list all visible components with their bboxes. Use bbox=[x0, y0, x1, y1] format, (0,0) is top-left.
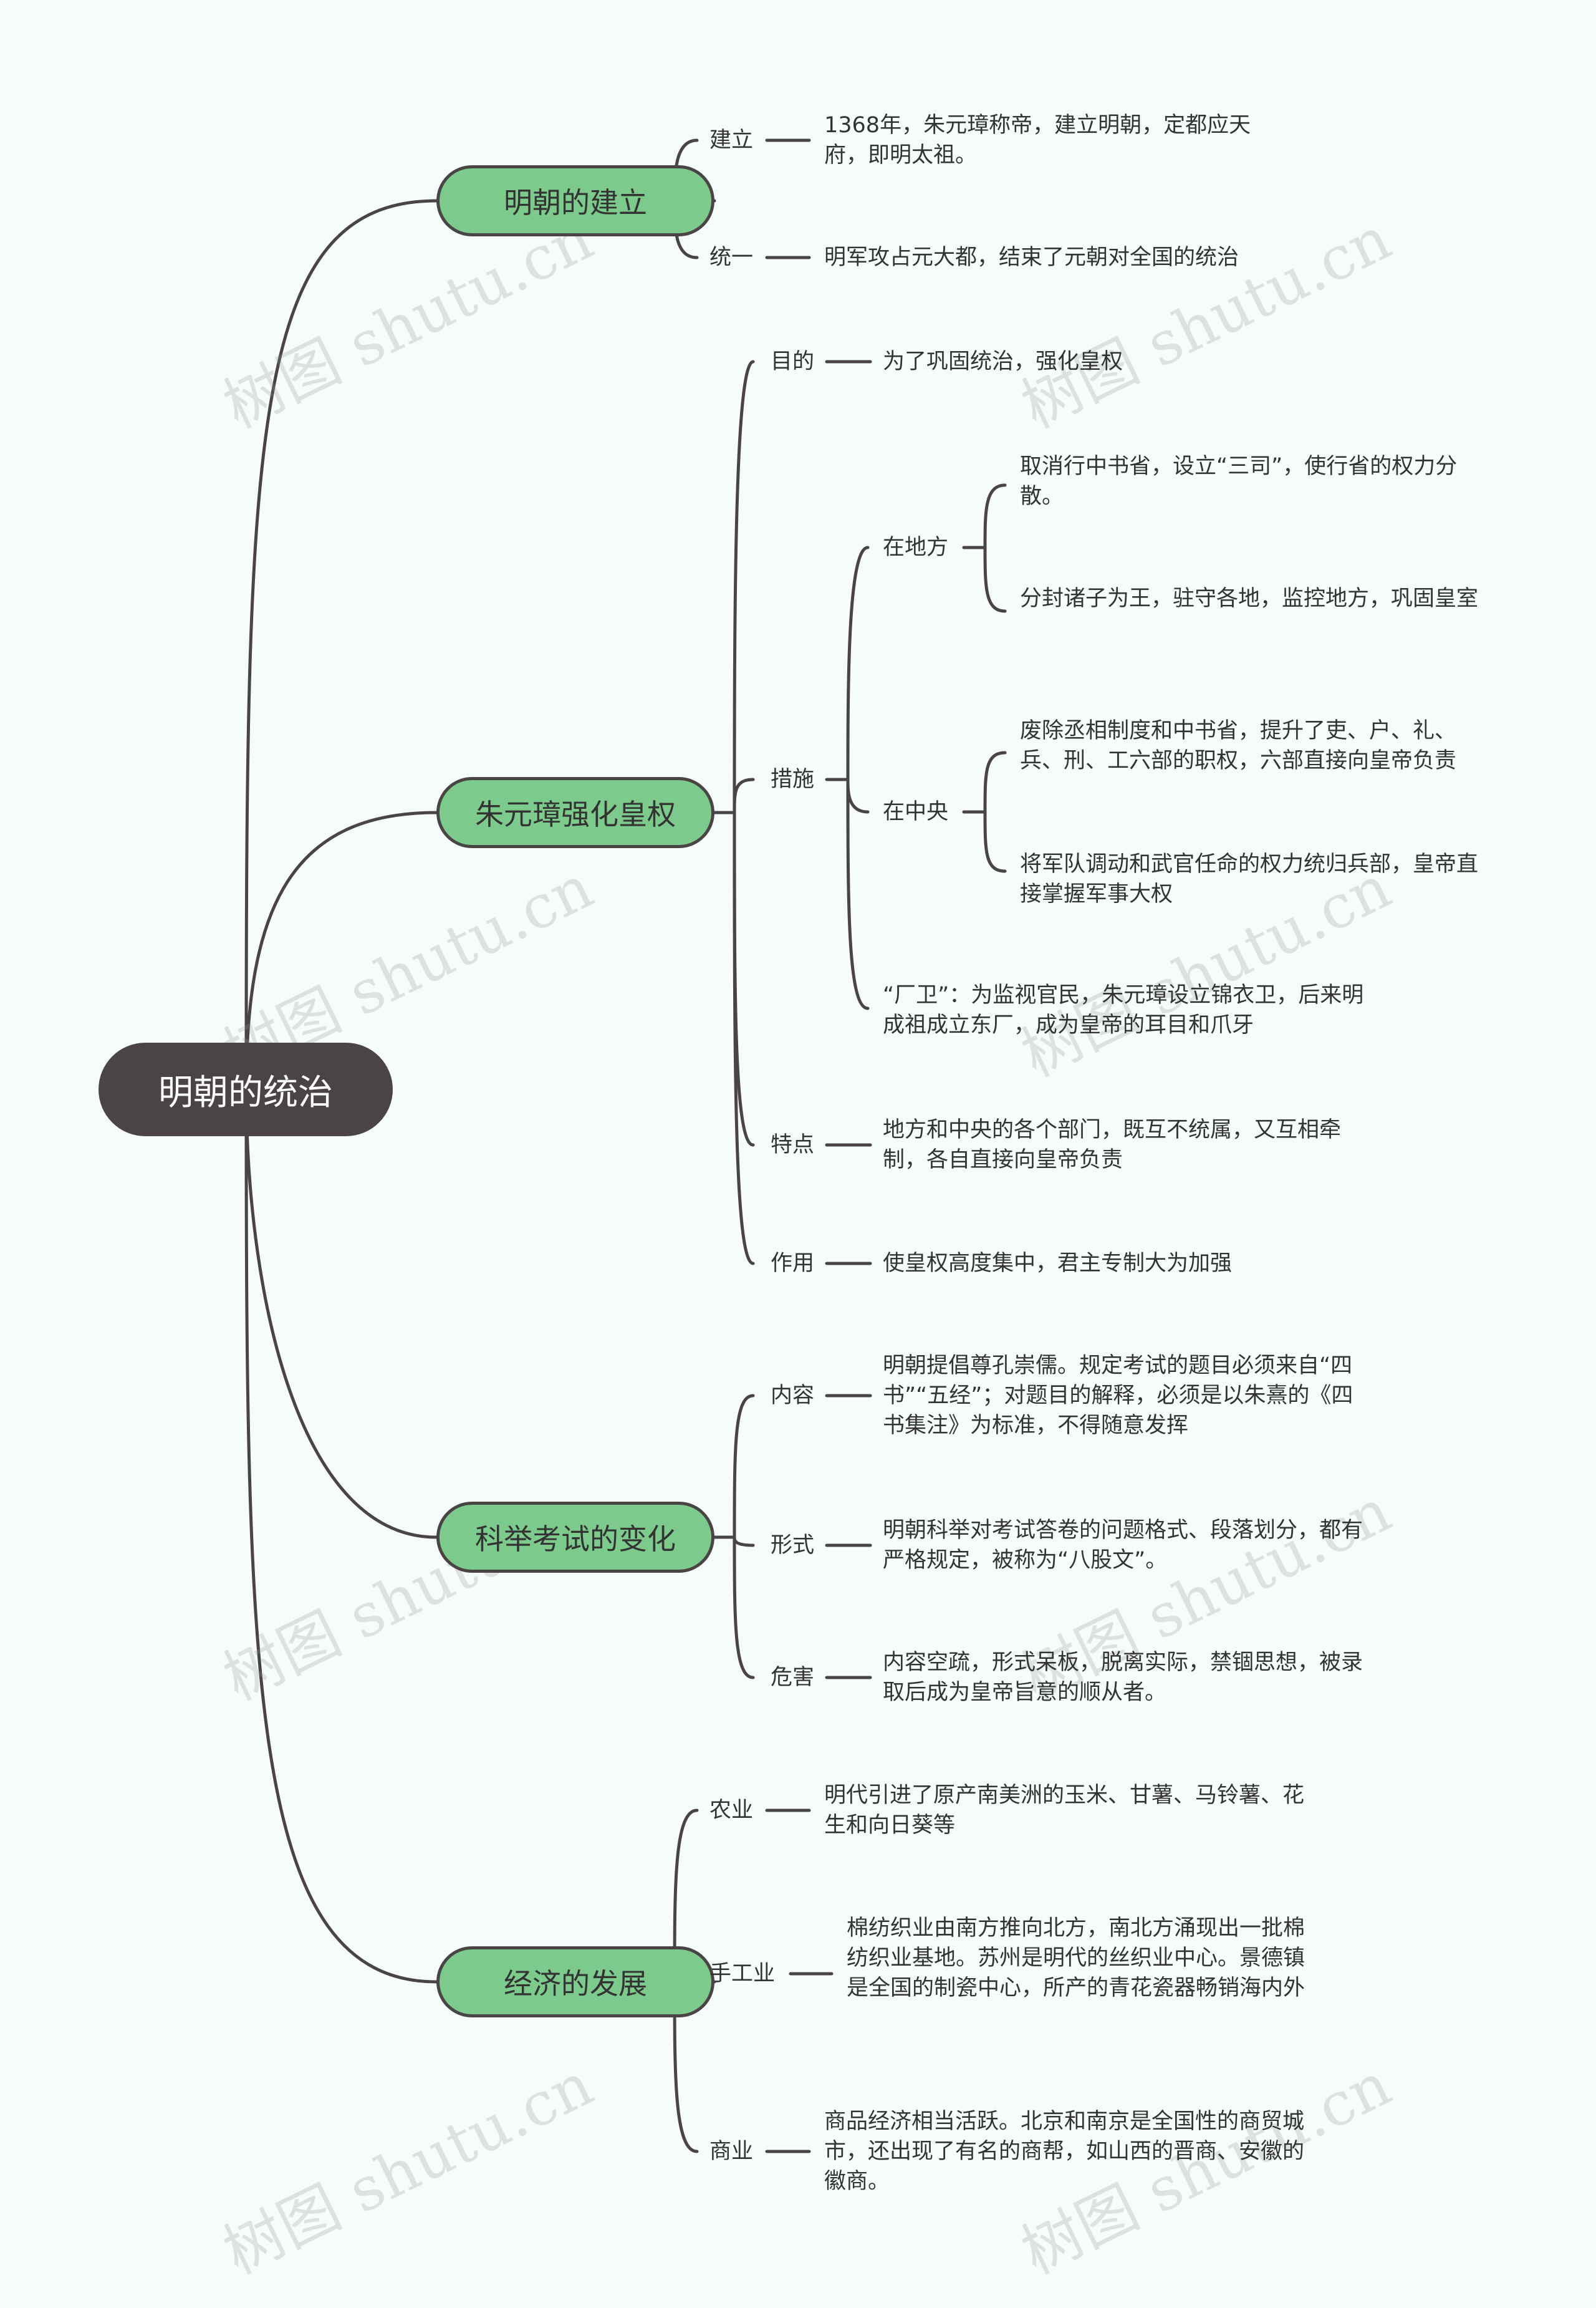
node-text-harm[interactable]: 内容空疏，形式呆板，脱离实际，禁锢思想，被录取后成为皇帝旨意的顺从者。 bbox=[883, 1650, 1363, 1705]
node-text-central-2[interactable]: 将军队调动和武官任命的权力统归兵部，皇帝直接掌握军事大权 bbox=[1020, 852, 1479, 907]
node-label-establish[interactable]: 建立 bbox=[709, 128, 754, 153]
node-text-feature[interactable]: 地方和中央的各个部门，既互不统属，又互相牵制，各自直接向皇帝负责 bbox=[883, 1118, 1342, 1172]
node-label-handicraft[interactable]: 手工业 bbox=[709, 1961, 776, 1986]
node-label-purpose[interactable]: 目的 bbox=[771, 349, 815, 374]
branch-economy[interactable]: 经济的发展 bbox=[436, 1946, 714, 2017]
node-text-guard[interactable]: “厂卫”：为监视官民，朱元璋设立锦衣卫，后来明成祖成立东厂，成为皇帝的耳目和爪牙 bbox=[883, 983, 1364, 1038]
node-label-local[interactable]: 在地方 bbox=[883, 535, 949, 560]
node-label-unify[interactable]: 统一 bbox=[709, 245, 754, 270]
node-text-establish[interactable]: 1368年，朱元璋称帝，建立明朝，定都应天府，即明太祖。 bbox=[824, 113, 1251, 168]
node-label-form[interactable]: 形式 bbox=[771, 1533, 815, 1558]
branch-founding[interactable]: 明朝的建立 bbox=[436, 165, 714, 236]
node-text-purpose[interactable]: 为了巩固统治，强化皇权 bbox=[883, 349, 1123, 374]
node-label-central[interactable]: 在中央 bbox=[883, 799, 949, 824]
root-topic[interactable]: 明朝的统治 bbox=[99, 1043, 393, 1136]
node-text-effect[interactable]: 使皇权高度集中，君主专制大为加强 bbox=[883, 1251, 1233, 1276]
node-text-handicraft[interactable]: 棉纺织业由南方推向北方，南北方涌现出一批棉纺织业基地。苏州是明代的丝织业中心。景… bbox=[847, 1916, 1305, 2001]
node-text-central-1[interactable]: 废除丞相制度和中书省，提升了吏、户、礼、兵、刑、工六部的职权，六部直接向皇帝负责 bbox=[1020, 718, 1457, 773]
node-text-agriculture[interactable]: 明代引进了原产南美洲的玉米、甘薯、马铃薯、花生和向日葵等 bbox=[824, 1783, 1305, 1838]
node-label-agriculture[interactable]: 农业 bbox=[709, 1798, 754, 1823]
node-label-commerce[interactable]: 商业 bbox=[709, 2139, 754, 2164]
node-label-effect[interactable]: 作用 bbox=[771, 1251, 815, 1276]
node-label-content[interactable]: 内容 bbox=[771, 1383, 815, 1408]
node-text-form[interactable]: 明朝科举对考试答卷的问题格式、段落划分，都有严格规定，被称为“八股文”。 bbox=[883, 1518, 1363, 1573]
node-text-unify[interactable]: 明军攻占元大都，结束了元朝对全国的统治 bbox=[824, 245, 1239, 270]
node-text-local-1[interactable]: 取消行中书省，设立“三司”，使行省的权力分散。 bbox=[1020, 454, 1458, 509]
branch-imperial-power[interactable]: 朱元璋强化皇权 bbox=[436, 777, 714, 848]
node-text-local-2[interactable]: 分封诸子为王，驻守各地，监控地方，巩固皇室 bbox=[1020, 586, 1479, 611]
node-label-feature[interactable]: 特点 bbox=[771, 1132, 815, 1157]
node-text-content[interactable]: 明朝提倡尊孔崇儒。规定考试的题目必须来自“四书”“五经”；对题目的解释，必须是以… bbox=[883, 1353, 1353, 1438]
branch-exam[interactable]: 科举考试的变化 bbox=[436, 1502, 714, 1573]
node-label-harm[interactable]: 危害 bbox=[771, 1665, 815, 1690]
node-label-measures[interactable]: 措施 bbox=[771, 767, 815, 792]
node-text-commerce[interactable]: 商品经济相当活跃。北京和南京是全国性的商贸城市，还出现了有名的商帮，如山西的晋商… bbox=[824, 2109, 1305, 2194]
